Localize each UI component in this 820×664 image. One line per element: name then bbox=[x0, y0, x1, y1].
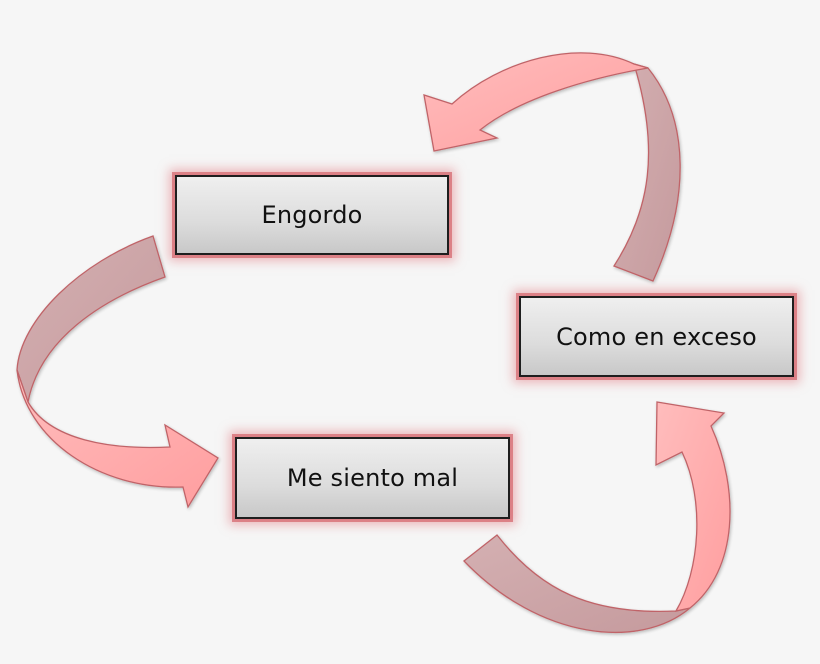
node-label: Engordo bbox=[261, 201, 363, 229]
arrow-engordo-to-mal bbox=[16, 235, 219, 509]
arrow-exceso-to-engordo bbox=[423, 52, 681, 282]
node-como-en-exceso: Como en exceso bbox=[519, 296, 794, 377]
node-engordo: Engordo bbox=[175, 175, 449, 255]
arrow-ribbon-back bbox=[463, 534, 691, 633]
arrow-ribbon-back bbox=[16, 235, 166, 405]
arrow-mal-to-exceso bbox=[463, 401, 731, 633]
node-label: Me siento mal bbox=[286, 464, 459, 492]
node-label: Como en exceso bbox=[556, 322, 757, 351]
arrow-ribbon-back bbox=[613, 63, 681, 282]
arrow-front bbox=[16, 369, 219, 509]
arrow-front bbox=[655, 401, 731, 612]
node-me-siento-mal: Me siento mal bbox=[235, 437, 510, 519]
arrow-front bbox=[423, 52, 649, 152]
